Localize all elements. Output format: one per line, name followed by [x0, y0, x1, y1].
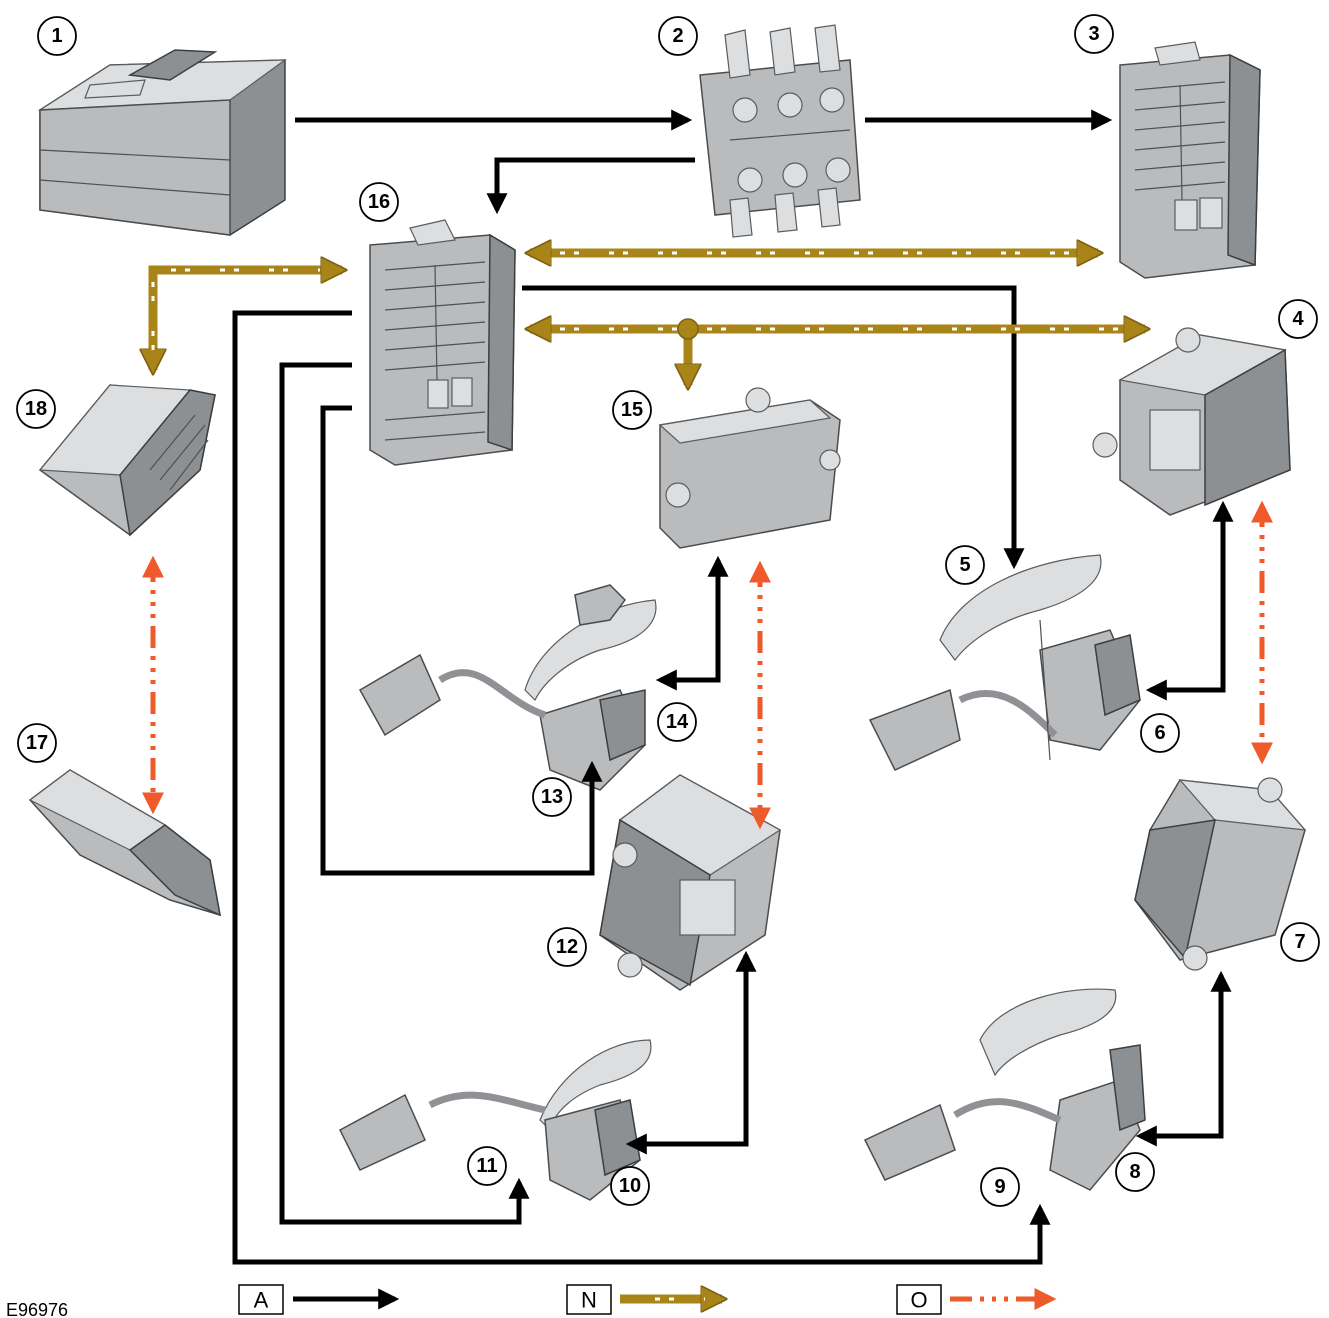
- callout-17: 17: [18, 724, 56, 762]
- svg-text:11: 11: [476, 1155, 497, 1177]
- module-12: [600, 775, 780, 990]
- battery: [40, 50, 285, 235]
- callout-8: 8: [1116, 1153, 1154, 1191]
- legend-item-n: N: [567, 1285, 722, 1314]
- megafuse-block: [700, 25, 860, 237]
- callout-4: 4: [1279, 300, 1317, 338]
- svg-text:18: 18: [25, 398, 47, 420]
- legend-item-o: O: [897, 1285, 1052, 1314]
- svg-text:4: 4: [1292, 308, 1304, 330]
- svg-text:3: 3: [1088, 23, 1099, 45]
- svg-text:1: 1: [51, 25, 62, 47]
- door-latch-13-14: [360, 585, 656, 790]
- callout-6: 6: [1141, 714, 1179, 752]
- callout-16: 16: [360, 183, 398, 221]
- figure-id: E96976: [6, 1300, 68, 1318]
- callout-2: 2: [659, 17, 697, 55]
- door-latch-5-6: [870, 555, 1140, 770]
- svg-text:17: 17: [26, 732, 48, 754]
- callout-12: 12: [548, 928, 586, 966]
- svg-text:10: 10: [619, 1175, 641, 1197]
- bus-junction-dot: [678, 319, 698, 339]
- callout-15: 15: [613, 391, 651, 429]
- module-17: [30, 770, 220, 915]
- svg-text:6: 6: [1154, 722, 1165, 744]
- legend: A N O: [239, 1285, 1052, 1314]
- wire-4-6: [1150, 505, 1223, 690]
- svg-text:7: 7: [1294, 931, 1305, 953]
- callout-3: 3: [1075, 15, 1113, 53]
- svg-text:14: 14: [666, 711, 689, 733]
- module-7: [1135, 778, 1305, 970]
- svg-text:15: 15: [621, 399, 643, 421]
- callout-10: 10: [611, 1167, 649, 1205]
- svg-text:A: A: [254, 1288, 269, 1313]
- module-4: [1093, 328, 1290, 515]
- svg-text:5: 5: [959, 554, 970, 576]
- svg-text:2: 2: [672, 25, 683, 47]
- callout-18: 18: [17, 390, 55, 428]
- fuse-box-rear: [1120, 42, 1260, 278]
- central-junction-box: [370, 220, 515, 465]
- callout-1: 1: [38, 17, 76, 55]
- callout-5: 5: [946, 546, 984, 584]
- wire-7-8: [1140, 975, 1221, 1136]
- module-15: [660, 388, 840, 548]
- wire-2-16: [497, 160, 695, 210]
- svg-text:16: 16: [368, 191, 390, 213]
- module-18: [40, 385, 215, 535]
- legend-item-a: A: [239, 1285, 395, 1314]
- callout-9: 9: [981, 1168, 1019, 1206]
- svg-text:12: 12: [556, 936, 578, 958]
- svg-text:13: 13: [541, 786, 563, 808]
- callout-11: 11: [468, 1147, 506, 1185]
- callout-7: 7: [1281, 923, 1319, 961]
- door-latch-8-9: [865, 989, 1145, 1190]
- callout-13: 13: [533, 778, 571, 816]
- svg-text:8: 8: [1129, 1161, 1140, 1183]
- callout-14: 14: [658, 703, 696, 741]
- svg-text:O: O: [910, 1288, 927, 1313]
- svg-text:9: 9: [994, 1176, 1005, 1198]
- wire-15-14: [660, 560, 718, 680]
- svg-text:N: N: [581, 1288, 597, 1313]
